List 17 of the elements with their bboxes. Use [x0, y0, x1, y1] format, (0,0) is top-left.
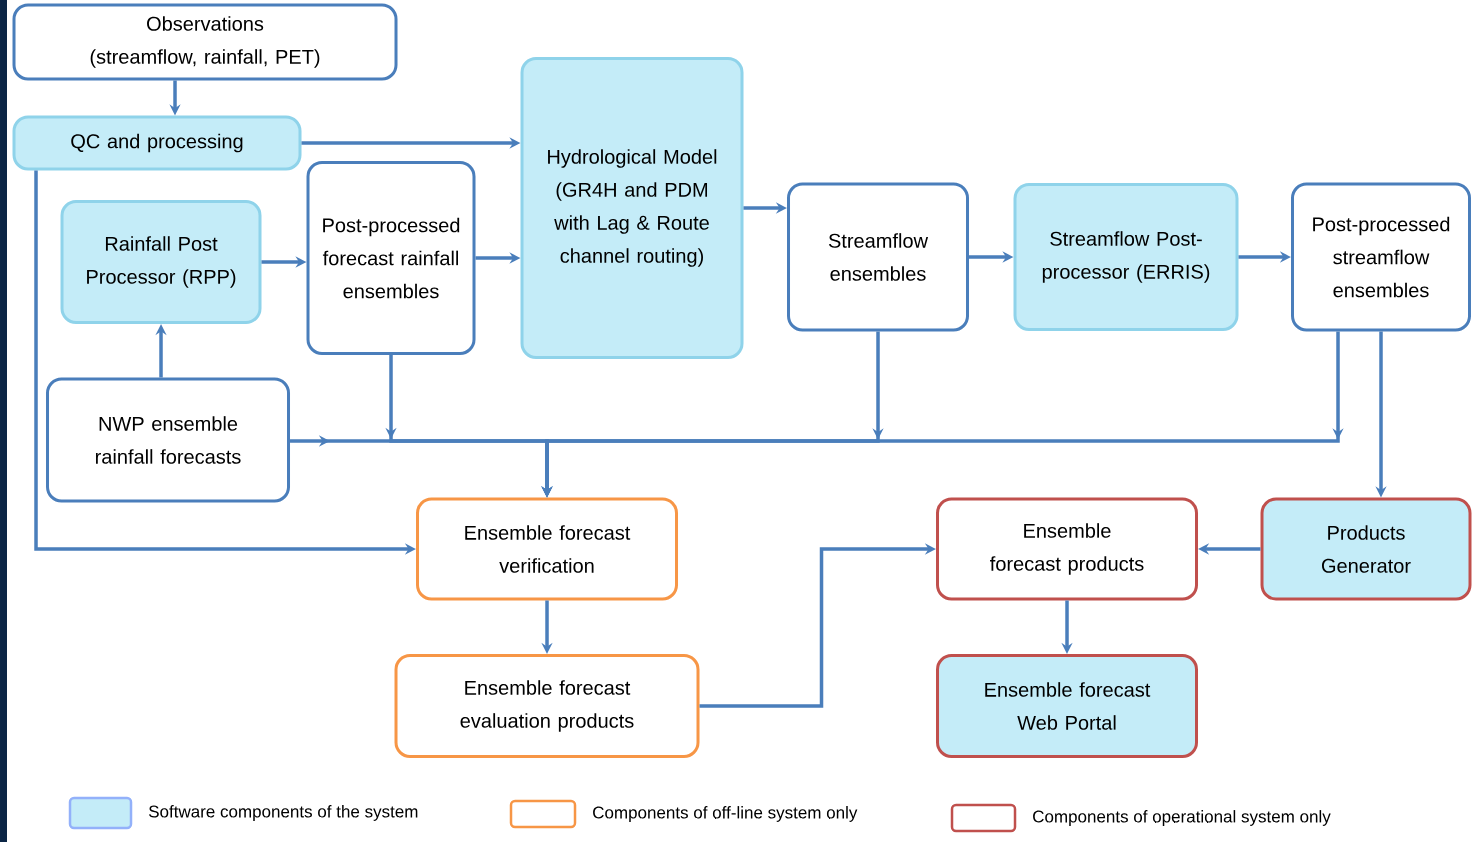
software-box: Streamflow Post-processor (ERRIS): [1013, 183, 1239, 331]
legend-label: Components of off-line system only: [593, 806, 858, 822]
software-box: Hydrological Model (GR4H and PDM with Lag & Route channel routing): [520, 57, 744, 359]
software-box: QC and processing: [12, 115, 302, 171]
process-box: Post-processed streamflow ensembles: [1291, 182, 1471, 332]
legend-label: Components of operational system only: [1033, 810, 1331, 826]
process-box: Ensemble forecast evaluation products: [394, 654, 700, 758]
process-box: Ensemble forecast products: [936, 497, 1198, 601]
process-box: Observations (streamflow, rainfall, PET): [12, 3, 398, 81]
process-box: Post-processed forecast rainfall ensembles: [306, 161, 476, 355]
software-box: Rainfall Post Processor (RPP): [60, 200, 262, 324]
process-box: Ensemble forecast verification: [416, 497, 678, 601]
software-box: Ensemble forecast Web Portal: [936, 654, 1198, 758]
software-box: Products Generator: [1260, 497, 1472, 601]
legend-label: Software components of the system: [149, 805, 418, 821]
process-box: NWP ensemble rainfall forecasts: [46, 377, 290, 503]
process-box: Streamflow ensembles: [787, 182, 969, 332]
